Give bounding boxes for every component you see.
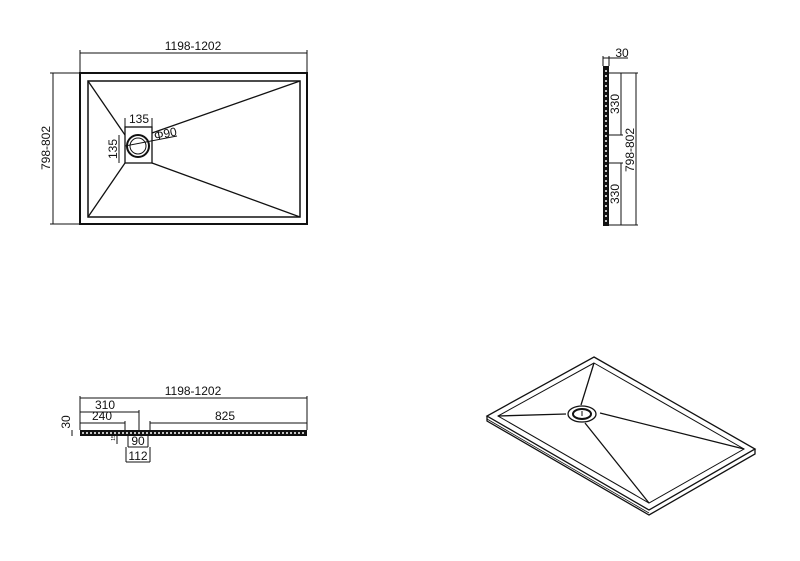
iso-top-outline	[485, 356, 757, 511]
front-dimension-lines	[71, 396, 308, 463]
isometric-view	[485, 356, 757, 516]
drain-inner-dimension: 90	[131, 434, 145, 448]
top-dimension-lines	[50, 50, 308, 225]
drain-offset-outer-dimension: 310	[95, 398, 115, 412]
drain-width-dimension: 135	[129, 112, 149, 126]
front-profile	[80, 430, 307, 436]
side-dimension-lines	[602, 56, 638, 226]
lower-segment-dimension: 330	[608, 184, 622, 204]
slope-lines	[87, 80, 301, 218]
depth-dimension: 798-802	[39, 126, 53, 170]
remaining-length-dimension: 825	[215, 409, 235, 423]
tray-inner-outline	[87, 80, 301, 218]
front-width-dimension: 1198-1202	[165, 384, 222, 398]
thickness-dimension: 30	[615, 46, 629, 60]
drain-depth-dimension: 135	[106, 139, 120, 159]
drain-inner-circle	[129, 137, 147, 155]
tray-outline	[79, 72, 308, 225]
small-dimension: 15	[111, 435, 117, 441]
drain-offset-inner-dimension: 240	[92, 409, 112, 423]
drain-outer-dimension: 112	[128, 449, 147, 463]
iso-drain-outer	[567, 405, 597, 423]
drain-diameter-dimension: Φ90	[153, 124, 179, 143]
iso-drain-icon	[572, 408, 592, 420]
iso-slope-lines	[497, 362, 745, 504]
width-dimension: 1198-1202	[165, 39, 222, 53]
front-view: 1198-1202 310 240 825 30 90 112 15	[59, 384, 308, 463]
side-view: 30 330 330 798-802	[602, 46, 638, 226]
side-depth-dimension: 798-802	[623, 128, 637, 172]
upper-segment-dimension: 330	[608, 94, 622, 114]
top-view: 1198-1202 798-802 135 135 Φ90	[39, 39, 308, 225]
front-thickness-dimension: 30	[59, 415, 73, 429]
